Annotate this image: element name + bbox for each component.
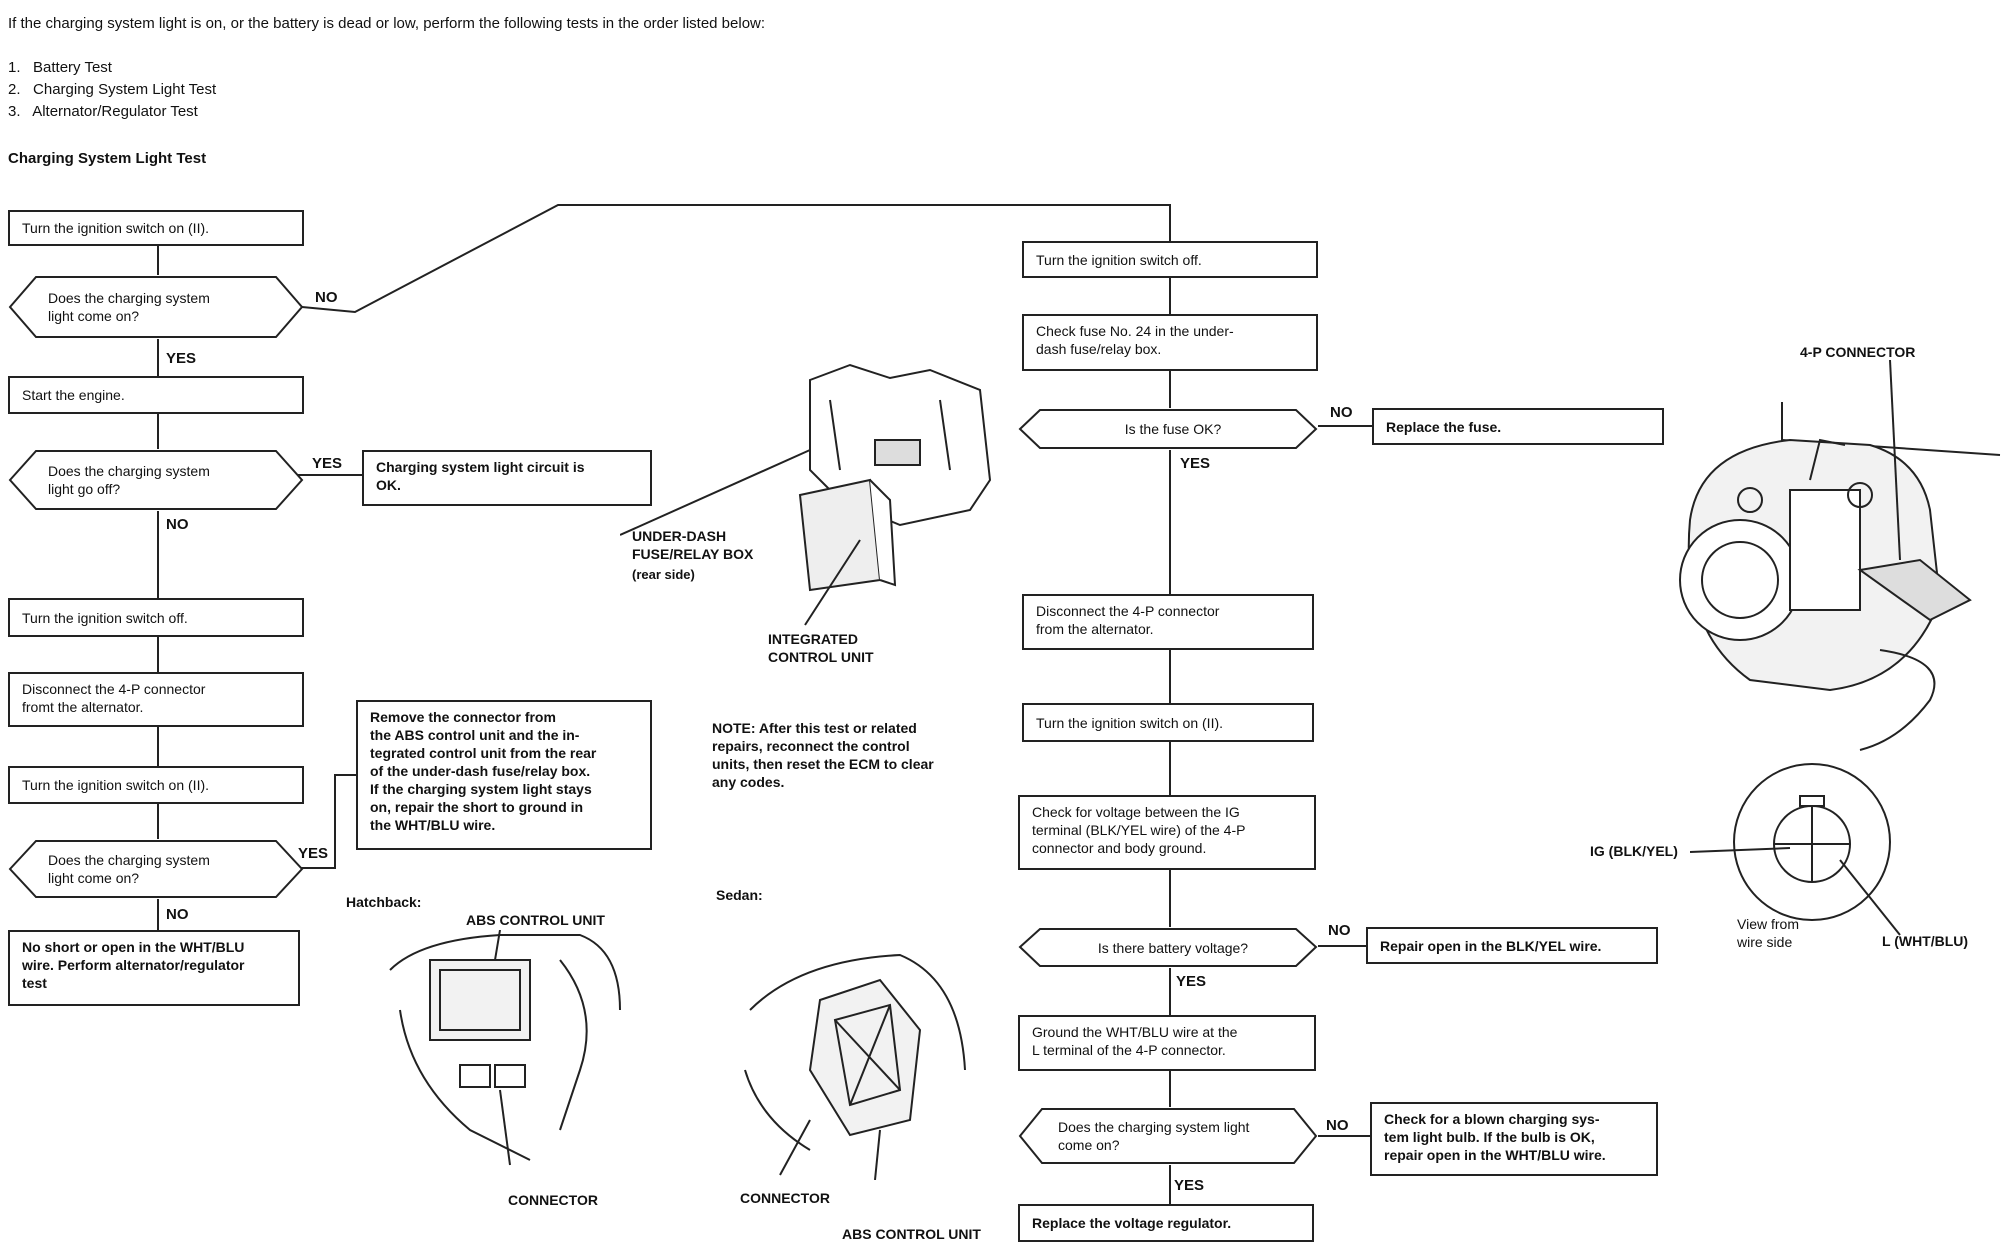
- step-r-disconnect-4p: Disconnect the 4-P connector from the al…: [1022, 594, 1314, 650]
- test-list-item-3: 3. Alternator/Regulator Test: [8, 103, 198, 120]
- step-start-engine: Start the engine.: [8, 376, 304, 414]
- answer-yes-2: YES: [312, 455, 343, 472]
- label-4p-connector: 4-P CONNECTOR: [1800, 344, 1916, 360]
- fuse-box-leader-lines: [620, 449, 861, 626]
- decision-light-come-on-2: Does the charging system light come on?: [8, 839, 304, 899]
- step-check-fuse: Check fuse No. 24 in the under- dash fus…: [1022, 314, 1318, 371]
- answer-yes-r2: YES: [1176, 973, 1207, 990]
- step-ignition-off: Turn the ignition switch off.: [8, 598, 304, 637]
- fuse-box-illustration: [798, 363, 992, 592]
- result-no-short: No short or open in the WHT/BLU wire. Pe…: [8, 930, 300, 1006]
- note-text: NOTE: After this test or related repairs…: [712, 720, 934, 790]
- decision-light-go-off: Does the charging system light go off?: [8, 449, 304, 511]
- step-ignition-on-2: Turn the ignition switch on (II).: [8, 766, 304, 804]
- label-hatchback: Hatchback:: [346, 894, 422, 910]
- label-abs-control-unit-sedan: ABS CONTROL UNIT: [842, 1226, 981, 1242]
- answer-yes-r1: YES: [1180, 455, 1211, 472]
- answer-no-1: NO: [315, 289, 338, 306]
- hatchback-illustration: [389, 930, 621, 1166]
- label-under-dash-box: UNDER-DASH FUSE/RELAY BOX: [632, 528, 754, 562]
- step-r-ignition-on: Turn the ignition switch on (II).: [1022, 703, 1314, 742]
- answer-no-r1: NO: [1330, 404, 1353, 421]
- sedan-illustration: [744, 953, 966, 1180]
- result-replace-regulator: Replace the voltage regulator.: [1018, 1204, 1314, 1242]
- label-connector-hatchback: CONNECTOR: [508, 1192, 598, 1208]
- answer-no-r2: NO: [1328, 922, 1351, 939]
- label-abs-control-unit-hatchback: ABS CONTROL UNIT: [466, 912, 605, 928]
- label-integrated-control-unit: INTEGRATED CONTROL UNIT: [768, 631, 874, 665]
- decision-light-come-on-r: Does the charging system light come on?: [1018, 1107, 1318, 1165]
- label-ig-terminal: IG (BLK/YEL): [1590, 843, 1678, 859]
- label-l-terminal: L (WHT/BLU): [1882, 933, 1969, 949]
- step-ignition-on: Turn the ignition switch on (II).: [8, 210, 304, 246]
- test-list-item-2: 2. Charging System Light Test: [8, 81, 217, 98]
- result-circuit-ok: Charging system light circuit is OK.: [362, 450, 652, 506]
- label-view-from-wire-side: View from wire side: [1737, 916, 1799, 950]
- label-connector-sedan: CONNECTOR: [740, 1190, 830, 1206]
- result-remove-connector: Remove the connector from the ABS contro…: [356, 700, 652, 850]
- answer-yes-r3: YES: [1174, 1177, 1205, 1194]
- decision-battery-voltage: Is there battery voltage?: [1018, 927, 1318, 968]
- result-check-bulb: Check for a blown charging sys- tem ligh…: [1370, 1102, 1658, 1176]
- answer-yes-3: YES: [298, 845, 329, 862]
- test-list-item-1: 1. Battery Test: [8, 59, 112, 76]
- answer-yes-1: YES: [166, 350, 197, 367]
- step-disconnect-4p: Disconnect the 4-P connector fromt the a…: [8, 672, 304, 727]
- connector-leader-lines: [1690, 847, 1901, 936]
- answer-no-r3: NO: [1326, 1117, 1349, 1134]
- decision-fuse-ok: Is the fuse OK?: [1018, 408, 1318, 450]
- intro-text: If the charging system light is on, or t…: [8, 15, 766, 32]
- step-check-voltage: Check for voltage between the IG termina…: [1018, 795, 1316, 870]
- result-replace-fuse: Replace the fuse.: [1372, 408, 1664, 445]
- label-sedan: Sedan:: [716, 887, 763, 903]
- answer-no-3: NO: [166, 906, 189, 923]
- alternator-illustration: [1679, 360, 2001, 751]
- decision-light-come-on-1: Does the charging system light come on?: [8, 275, 304, 339]
- label-rear-side: (rear side): [632, 567, 695, 582]
- result-repair-blk-yel: Repair open in the BLK/YEL wire.: [1366, 927, 1658, 964]
- step-ground-wht-blu: Ground the WHT/BLU wire at the L termina…: [1018, 1015, 1316, 1071]
- answer-no-2: NO: [166, 516, 189, 533]
- connector-face-view: [1733, 763, 1891, 921]
- section-title: Charging System Light Test: [8, 150, 207, 167]
- step-r-ignition-off: Turn the ignition switch off.: [1022, 241, 1318, 278]
